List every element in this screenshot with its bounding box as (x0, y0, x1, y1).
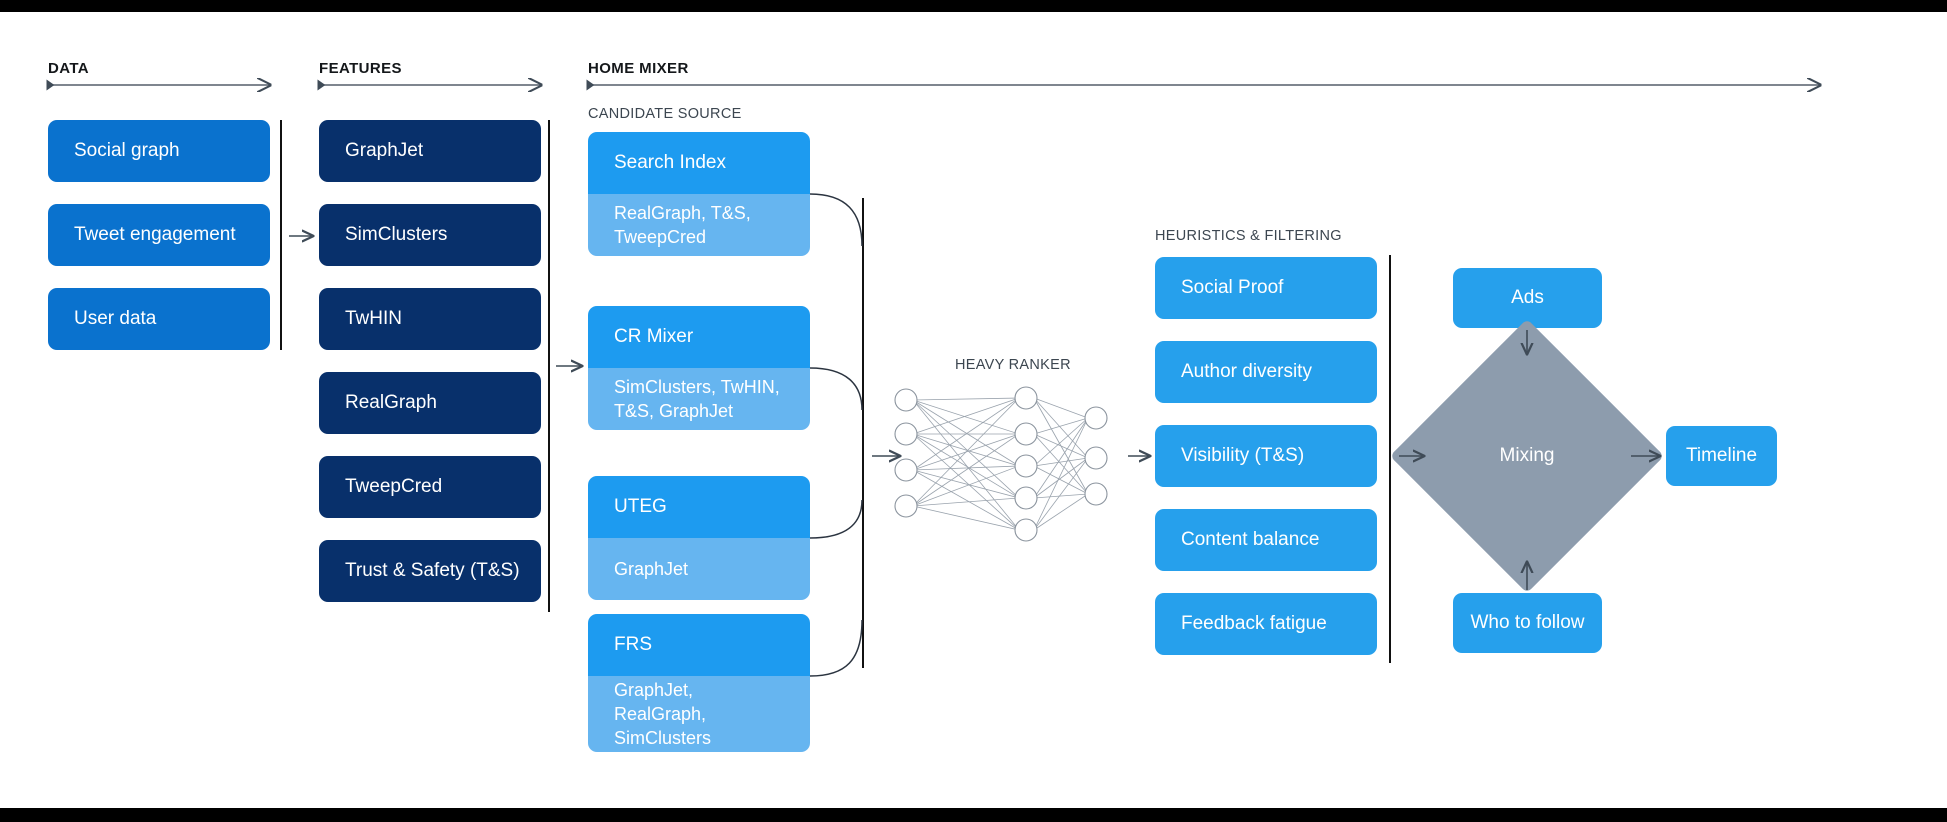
candidate-source-title: UTEG (588, 476, 810, 538)
output-box-label: Who to follow (1470, 612, 1585, 633)
divider-heuristics-mixing (1389, 255, 1391, 663)
frame-bottom-bar (0, 808, 1947, 822)
heuristic-box-label: Feedback fatigue (1181, 613, 1327, 634)
feature-box-label: TwHIN (345, 308, 402, 329)
divider-data-features (280, 120, 282, 350)
section-label-candidate-source: CANDIDATE SOURCE (588, 106, 742, 122)
data-box-label: User data (74, 308, 157, 329)
candidate-source-card-cr-mixer[interactable]: CR Mixer SimClusters, TwHIN, T&S, GraphJ… (588, 306, 810, 430)
candidate-source-features: SimClusters, TwHIN, T&S, GraphJet (588, 368, 810, 430)
network-output-node (1084, 482, 1108, 506)
candidate-source-card-search-index[interactable]: Search Index RealGraph, T&S, TweepCred (588, 132, 810, 256)
candidate-source-features: RealGraph, T&S, TweepCred (588, 194, 810, 256)
data-box-tweet-engagement[interactable]: Tweet engagement (48, 204, 270, 266)
heuristic-box-social-proof[interactable]: Social Proof (1155, 257, 1377, 319)
section-label-features: FEATURES (319, 60, 402, 77)
data-box-social-graph[interactable]: Social graph (48, 120, 270, 182)
heuristic-box-author-diversity[interactable]: Author diversity (1155, 341, 1377, 403)
feature-box-label: GraphJet (345, 140, 424, 161)
frame-top-bar (0, 0, 1947, 12)
feature-box-label: RealGraph (345, 392, 437, 413)
candidate-source-features: GraphJet, RealGraph, SimClusters (588, 676, 810, 752)
heuristic-box-feedback-fatigue[interactable]: Feedback fatigue (1155, 593, 1377, 655)
heuristic-box-label: Content balance (1181, 529, 1320, 550)
heuristic-box-label: Social Proof (1181, 277, 1284, 298)
heuristic-box-content-balance[interactable]: Content balance (1155, 509, 1377, 571)
output-box-label: Timeline (1685, 445, 1758, 466)
output-box-timeline[interactable]: Timeline (1666, 426, 1777, 486)
feature-box-graphjet[interactable]: GraphJet (319, 120, 541, 182)
mixing-label: Mixing (1499, 445, 1555, 466)
section-label-heavy-ranker: HEAVY RANKER (955, 357, 1071, 373)
network-input-node (894, 458, 918, 482)
network-hidden-node (1014, 518, 1038, 542)
network-input-node (894, 494, 918, 518)
network-output-node (1084, 406, 1108, 430)
divider-candidate-ranker (862, 198, 864, 668)
candidate-source-card-uteg[interactable]: UTEG GraphJet (588, 476, 810, 600)
candidate-source-title: CR Mixer (588, 306, 810, 368)
candidate-source-features: GraphJet (588, 538, 810, 600)
heuristic-box-visibility[interactable]: Visibility (T&S) (1155, 425, 1377, 487)
heuristic-box-label: Author diversity (1181, 361, 1312, 382)
network-nodes (894, 386, 1108, 542)
divider-features-homemixer (548, 120, 550, 612)
network-hidden-node (1014, 422, 1038, 446)
output-box-label: Ads (1511, 287, 1544, 308)
network-hidden-node (1014, 486, 1038, 510)
output-box-who-to-follow[interactable]: Who to follow (1453, 593, 1602, 653)
data-box-label: Social graph (74, 140, 180, 161)
section-label-home-mixer: HOME MIXER (588, 60, 689, 77)
feature-box-trust-safety[interactable]: Trust & Safety (T&S) (319, 540, 541, 602)
candidate-source-curves (809, 193, 863, 677)
feature-box-twhin[interactable]: TwHIN (319, 288, 541, 350)
network-hidden-node (1014, 386, 1038, 410)
feature-box-realgraph[interactable]: RealGraph (319, 372, 541, 434)
data-box-label: Tweet engagement (74, 224, 236, 245)
feature-box-label: TweepCred (345, 476, 443, 497)
data-box-user-data[interactable]: User data (48, 288, 270, 350)
heuristic-box-label: Visibility (T&S) (1181, 445, 1305, 466)
feature-box-label: SimClusters (345, 224, 448, 245)
candidate-source-title: Search Index (588, 132, 810, 194)
network-edges (912, 397, 1089, 531)
feature-box-simclusters[interactable]: SimClusters (319, 204, 541, 266)
section-label-heuristics: HEURISTICS & FILTERING (1155, 228, 1342, 244)
network-output-node (1084, 446, 1108, 470)
feature-box-label: Trust & Safety (T&S) (345, 560, 520, 581)
network-input-node (894, 388, 918, 412)
network-input-node (894, 422, 918, 446)
network-hidden-node (1014, 454, 1038, 478)
output-box-ads[interactable]: Ads (1453, 268, 1602, 328)
candidate-source-card-frs[interactable]: FRS GraphJet, RealGraph, SimClusters (588, 614, 810, 752)
section-label-data: DATA (48, 60, 90, 77)
heavy-ranker-network (894, 386, 1108, 542)
candidate-source-title: FRS (588, 614, 810, 676)
feature-box-tweepcred[interactable]: TweepCred (319, 456, 541, 518)
